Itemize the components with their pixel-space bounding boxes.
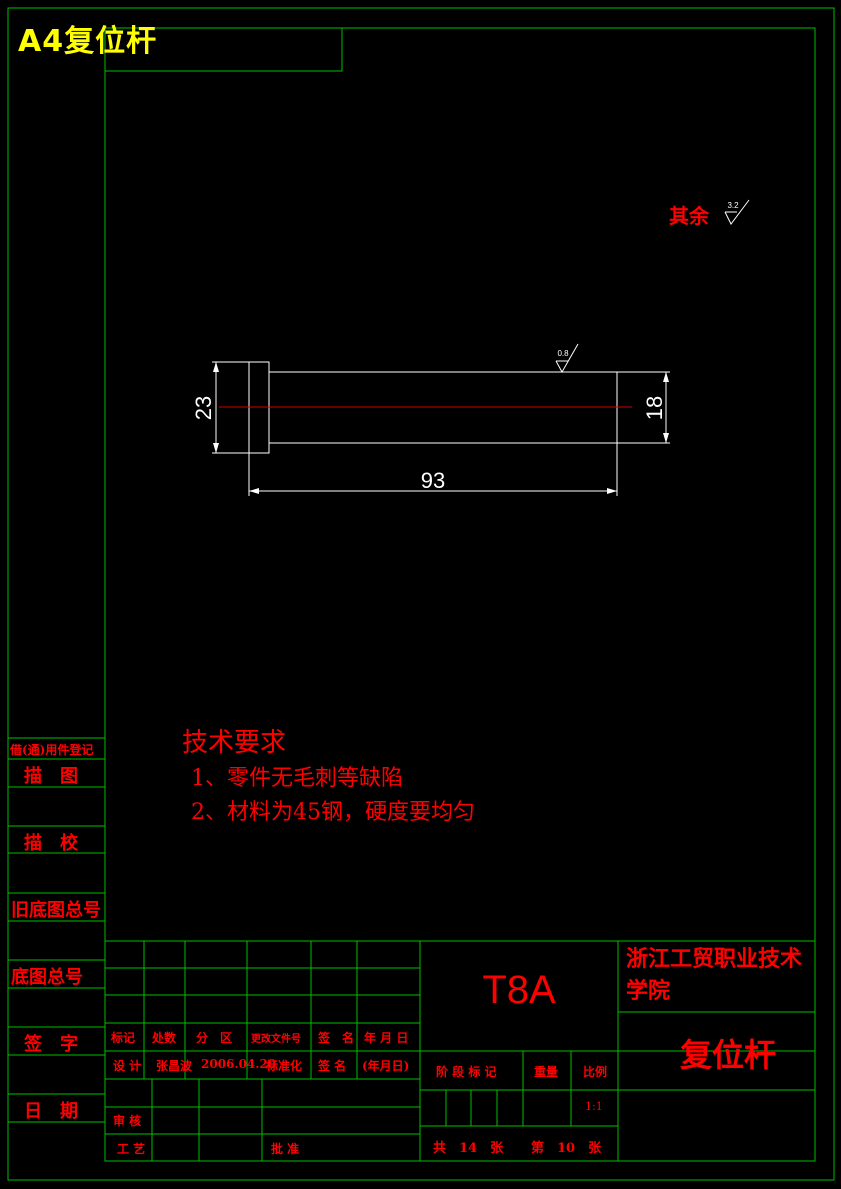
scale-label: 比例 [583,1065,608,1079]
side-label-trace: 描 图 [24,766,78,787]
side-label-trace-check: 描 校 [24,833,78,854]
part-name: 复位杆 [680,1036,777,1074]
header-mark: 标记 [111,1031,136,1045]
stage-mark-label: 阶 段 标 记 [436,1065,497,1079]
header-count: 处数 [152,1031,177,1045]
roughness-general-value: 3.2 [727,201,739,210]
roughness-symbol [555,343,579,374]
designer-name: 张昌波 [156,1059,193,1073]
dim-text-head: 23 [191,396,216,420]
design-sign: 签 名 [318,1059,347,1073]
header-zone: 分 区 [196,1031,233,1045]
design-date: 2006.04.20 [201,1057,277,1071]
title-tab [105,28,343,72]
tech-req-heading: 技术要求 [182,728,287,758]
process-label: 工 艺 [117,1142,146,1156]
sheet-number: 第 10 张 [531,1141,602,1156]
dim-text-length: 93 [421,468,445,493]
roughness-symbol-general [724,199,750,225]
design-date-label: (年月日) [362,1059,410,1073]
inner-border [104,27,816,1162]
side-panel [8,737,105,1123]
tech-req-item: 1、零件无毛刺等缺陷 [191,766,403,791]
school-name: 浙江工贸职业技术学院 [626,946,803,1004]
title-block-grid [105,940,815,1161]
standardization-label: 标准化 [266,1059,303,1073]
outer-border [7,7,835,1181]
scale-value: 1:1 [585,1100,603,1113]
review-label: 审 核 [113,1114,142,1128]
side-label-base-no: 底图总号 [11,967,83,988]
surface-note-label: 其余 [669,204,710,228]
roughness-value: 0.8 [557,349,569,358]
design-label: 设 计 [113,1059,142,1073]
sheet-title: A4复位杆 [18,24,158,59]
approve-label: 批 准 [271,1142,300,1156]
dim-text-shaft: 18 [642,396,667,420]
material-value: T8A [482,968,556,1012]
side-label-old-base-no: 旧底图总号 [11,900,101,921]
side-label-signature: 签 字 [24,1034,78,1055]
header-date: 年 月 日 [364,1031,409,1045]
sheet-total: 共 14 张 [433,1141,504,1156]
header-change-doc: 更改文件号 [251,1034,301,1045]
weight-label: 重量 [534,1065,559,1079]
header-sign: 签 名 [318,1031,355,1045]
tech-req-item: 2、材料为45钢，硬度要均匀 [191,800,475,825]
side-label-borrowed: 借(通)用件登记 [10,743,94,757]
side-label-date: 日 期 [24,1101,78,1122]
part-view [212,343,670,496]
